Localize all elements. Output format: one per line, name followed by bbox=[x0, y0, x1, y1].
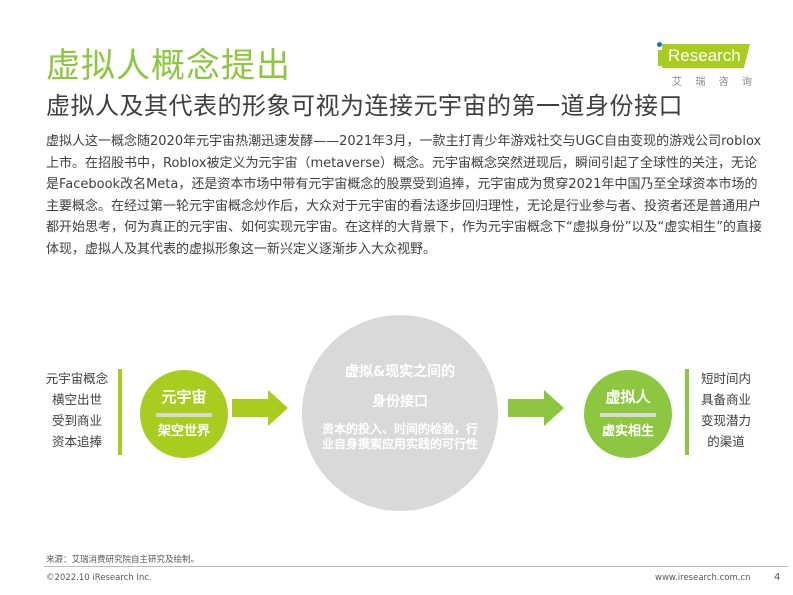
intro-paragraph: 虚拟人这一概念随2020年元宇宙热潮迅速发酵——2021年3月，一款主打青少年游… bbox=[46, 134, 762, 257]
left-description: 元宇宙概念 横空出世 受到商业 资本追捧 bbox=[44, 368, 110, 452]
left-description-line: 元宇宙概念 bbox=[45, 371, 109, 386]
metaverse-circle: 元宇宙 架空世界 bbox=[140, 370, 228, 458]
logo-cn-text: 艾 瑞 咨 询 bbox=[672, 73, 752, 88]
circle-separator bbox=[600, 413, 656, 417]
identity-circle-line1: 虚拟&现实之间的 bbox=[344, 364, 456, 380]
right-description-line: 变现潜力 bbox=[700, 413, 751, 428]
right-divider-bar bbox=[685, 369, 689, 455]
page-title: 虚拟人概念提出 bbox=[46, 46, 291, 86]
right-arrow-icon bbox=[508, 390, 564, 426]
identity-interface-circle: 虚拟&现实之间的 身份接口 资本的投入、时间的检验，行业自身摸索应用实践的可行性 bbox=[302, 315, 498, 511]
right-description: 短时间内 具备商业 变现潜力 的渠道 bbox=[696, 368, 756, 452]
logo-brand-text: Research bbox=[668, 46, 741, 65]
metaverse-circle-title: 元宇宙 bbox=[161, 388, 207, 406]
copyright: ©2022.10 iResearch Inc. bbox=[46, 573, 152, 583]
metaverse-circle-subtitle: 架空世界 bbox=[157, 424, 210, 439]
logo-cn-char: 询 bbox=[741, 77, 752, 88]
left-description-line: 受到商业 bbox=[51, 413, 102, 428]
logo-banner bbox=[662, 44, 750, 68]
right-description-line: 具备商业 bbox=[700, 392, 751, 407]
logo-i-icon bbox=[656, 42, 666, 68]
source-note: 来源：艾瑞消费研究院自主研究及绘制。 bbox=[46, 555, 200, 565]
website-link[interactable]: www.iresearch.com.cn bbox=[655, 573, 751, 583]
virtual-human-circle-title: 虚拟人 bbox=[605, 388, 651, 406]
left-divider-bar bbox=[118, 369, 122, 455]
left-description-line: 横空出世 bbox=[51, 392, 102, 407]
logo-cn-char: 瑞 bbox=[695, 77, 706, 88]
circle-separator bbox=[156, 413, 212, 417]
virtual-human-circle: 虚拟人 虚实相生 bbox=[584, 370, 672, 458]
iresearch-logo: Research 艾 瑞 咨 询 bbox=[656, 40, 756, 90]
footer-divider bbox=[44, 566, 788, 567]
page-subtitle: 虚拟人及其代表的形象可视为连接元宇宙的第一道身份接口 bbox=[46, 92, 683, 120]
concept-flow-diagram: 元宇宙概念 横空出世 受到商业 资本追捧 元宇宙 架空世界 虚拟&现实之间的 身… bbox=[0, 300, 793, 520]
right-description-line: 短时间内 bbox=[700, 371, 751, 386]
logo-cn-char: 咨 bbox=[718, 77, 729, 88]
page-number: 4 bbox=[774, 572, 781, 583]
right-arrow-icon bbox=[232, 390, 288, 426]
virtual-human-circle-subtitle: 虚实相生 bbox=[601, 424, 654, 439]
left-description-line: 资本追捧 bbox=[51, 434, 102, 449]
identity-circle-description: 资本的投入、时间的检验，行业自身摸索应用实践的可行性 bbox=[321, 422, 478, 451]
identity-circle-line2: 身份接口 bbox=[372, 394, 428, 410]
right-description-line: 的渠道 bbox=[707, 434, 745, 449]
logo-cn-char: 艾 bbox=[672, 77, 682, 88]
